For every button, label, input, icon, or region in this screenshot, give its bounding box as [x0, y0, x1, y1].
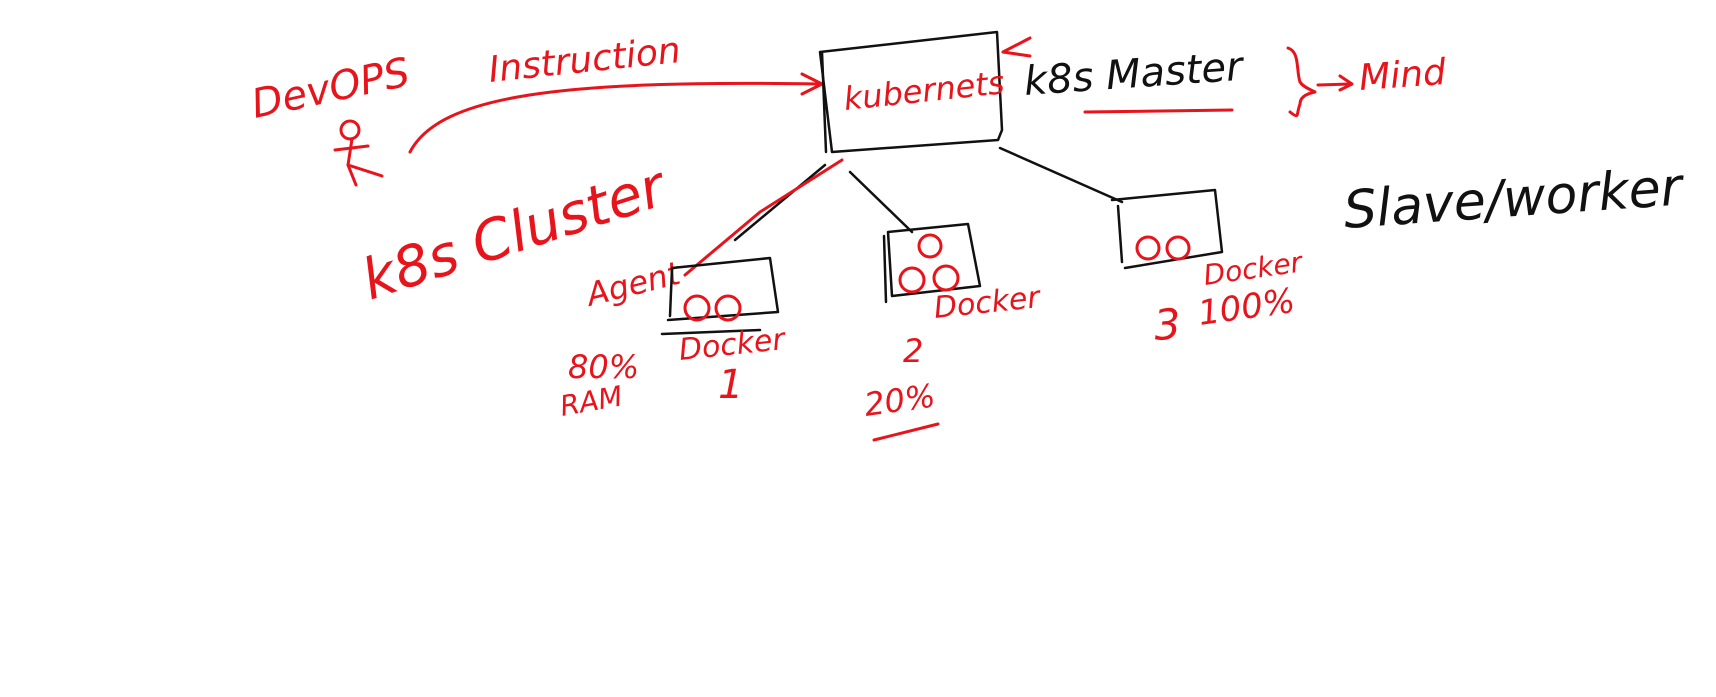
container-circle-icon — [932, 264, 960, 292]
connector-node-3 — [998, 146, 1124, 204]
node-2-usage-underline — [872, 422, 940, 442]
arrow-icon — [800, 72, 824, 96]
devops-label: DevOPS — [248, 50, 414, 128]
node-2-usage: 20% — [862, 376, 938, 424]
connector-node-2 — [848, 170, 914, 234]
container-circle-icon — [683, 294, 711, 322]
worker-node-1 — [660, 256, 780, 336]
stick-person-icon — [333, 119, 384, 187]
node-3-number: 3 — [1152, 299, 1182, 350]
connector-node-1 — [733, 163, 827, 242]
worker-node-2 — [882, 222, 982, 304]
node-2-label: Docker — [932, 280, 1043, 326]
master-title: k8s Master — [1022, 44, 1246, 105]
container-circle-icon — [898, 266, 926, 294]
slave-worker-label: Slave/worker — [1342, 157, 1688, 241]
arrow-icon — [1316, 82, 1352, 87]
instruction-arrow — [408, 81, 822, 154]
container-circle-icon — [917, 233, 943, 259]
node-2-number: 2 — [903, 332, 923, 370]
curly-brace-icon — [1286, 46, 1317, 118]
container-circle-icon — [1135, 235, 1161, 261]
container-circle-icon — [1165, 235, 1191, 261]
mind-label: Mind — [1358, 52, 1449, 99]
master-box-label: kubernets — [842, 63, 1006, 118]
instruction-label: Instruction — [487, 30, 683, 91]
node-1-usage: 80% — [568, 348, 639, 386]
master-box — [818, 30, 1004, 154]
node-1-usage-note: RAM — [557, 379, 625, 422]
master-underline — [1083, 108, 1234, 114]
arrow-icon — [1001, 36, 1032, 58]
agent-line — [683, 158, 844, 277]
node-1-number: 1 — [718, 362, 743, 408]
worker-node-3 — [1110, 188, 1224, 270]
container-circle-icon — [714, 294, 742, 322]
